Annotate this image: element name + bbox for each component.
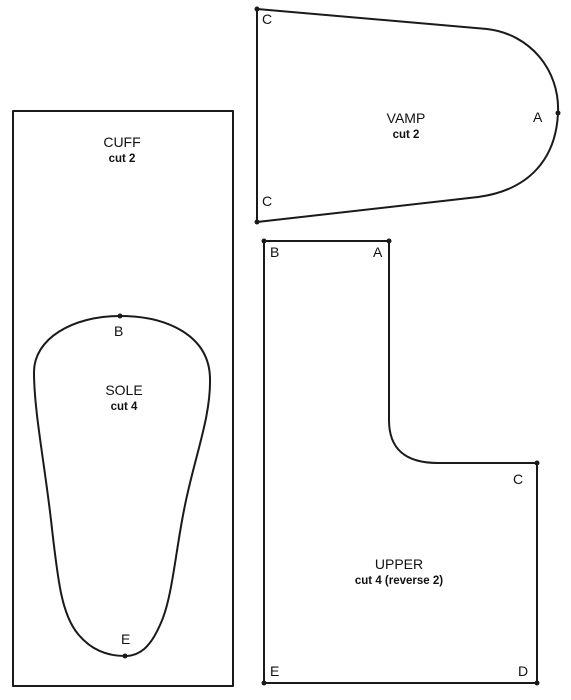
upper-mark-c: C: [513, 471, 523, 487]
sole-piece: B E SOLE cut 4: [33, 313, 212, 659]
sole-mark-e: E: [121, 631, 130, 647]
cuff-outline: [12, 110, 234, 687]
vamp-title: VAMP: [387, 110, 426, 126]
upper-instruction: cut 4 (reverse 2): [355, 575, 443, 587]
upper-notch-a: [386, 238, 392, 244]
upper-notch-d: [534, 680, 540, 686]
vamp-piece: C C A VAMP cut 2: [254, 6, 561, 225]
upper-mark-a: A: [373, 244, 383, 260]
vamp-notch-a: [555, 110, 561, 116]
cuff-title: CUFF: [103, 134, 140, 150]
cuff-instruction: cut 2: [109, 153, 136, 165]
sole-title: SOLE: [105, 382, 142, 398]
upper-mark-b: B: [270, 244, 279, 260]
vamp-mark-c-top: C: [262, 11, 272, 27]
sole-notch-e: [122, 653, 128, 659]
upper-piece: B A C E D UPPER cut 4 (reverse 2): [261, 238, 540, 686]
vamp-mark-a: A: [533, 109, 543, 125]
vamp-notch-c-top: [254, 6, 260, 12]
upper-outline: [263, 240, 538, 684]
sole-notch-b: [117, 313, 123, 319]
sole-instruction: cut 4: [111, 401, 138, 413]
sole-outline: [33, 315, 212, 657]
upper-notch-c: [534, 460, 540, 466]
upper-notch-e: [261, 680, 267, 686]
upper-mark-d: D: [518, 663, 528, 679]
vamp-notch-c-bottom: [254, 219, 260, 225]
vamp-mark-c-bottom: C: [262, 193, 272, 209]
upper-title: UPPER: [375, 556, 423, 572]
cuff-piece: CUFF cut 2: [12, 110, 234, 687]
sole-mark-b: B: [114, 323, 123, 339]
upper-mark-e: E: [270, 663, 279, 679]
vamp-instruction: cut 2: [393, 129, 420, 141]
upper-notch-b: [261, 238, 267, 244]
